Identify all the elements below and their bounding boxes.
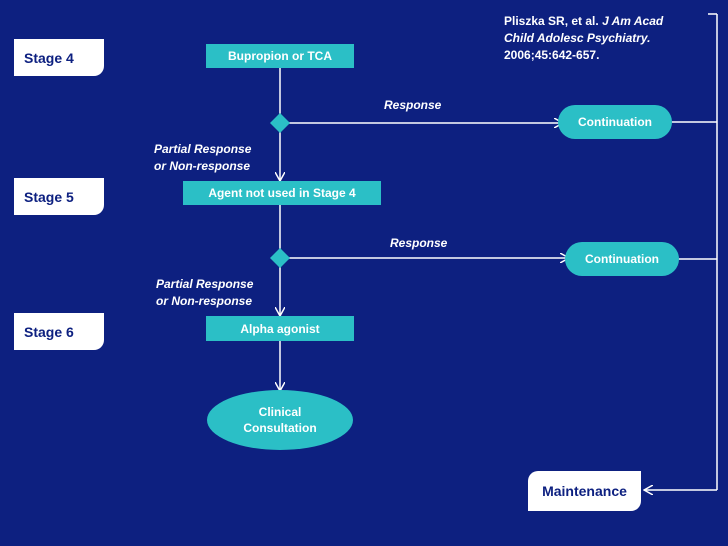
citation-journal-part2: Child Adolesc Psychiatry. [504,31,651,45]
continuation-pill-1: Continuation [558,105,672,139]
stage-5-label: Stage 5 [14,178,104,215]
maintenance-box: Maintenance [528,471,641,511]
clinical-line2: Consultation [243,421,317,435]
partial-response-label-1: Partial Response or Non-response [154,141,251,175]
continuation-pill-2: Continuation [565,242,679,276]
partial-response-2-line2: or Non-response [156,294,253,308]
decision-diamond-1 [270,113,290,133]
stage-6-label: Stage 6 [14,313,104,350]
citation-authors: Pliszka SR, et al. [504,14,599,28]
stage4-treatment-box: Bupropion or TCA [206,44,354,68]
citation-journal-part1: J Am Acad [602,14,664,28]
citation-line2: Child Adolesc Psychiatry. [504,30,663,47]
citation-line3: 2006;45:642-657. [504,48,600,62]
partial-response-label-2: Partial Response or Non-response [156,276,253,310]
clinical-consultation-oval: Clinical Consultation [207,390,353,450]
response-label-1: Response [384,98,442,112]
clinical-line1: Clinical [258,405,302,419]
stage6-treatment-box: Alpha agonist [206,316,354,341]
response-label-2: Response [390,236,448,250]
stage-4-label: Stage 4 [14,39,104,76]
stage5-treatment-box: Agent not used in Stage 4 [183,181,381,205]
partial-response-1-line1: Partial Response [154,142,252,156]
citation: Pliszka SR, et al. J Am Acad Child Adole… [504,13,663,64]
citation-line1: Pliszka SR, et al. J Am Acad [504,13,663,30]
partial-response-1-line2: or Non-response [154,159,251,173]
decision-diamond-2 [270,248,290,268]
partial-response-2-line1: Partial Response [156,277,254,291]
